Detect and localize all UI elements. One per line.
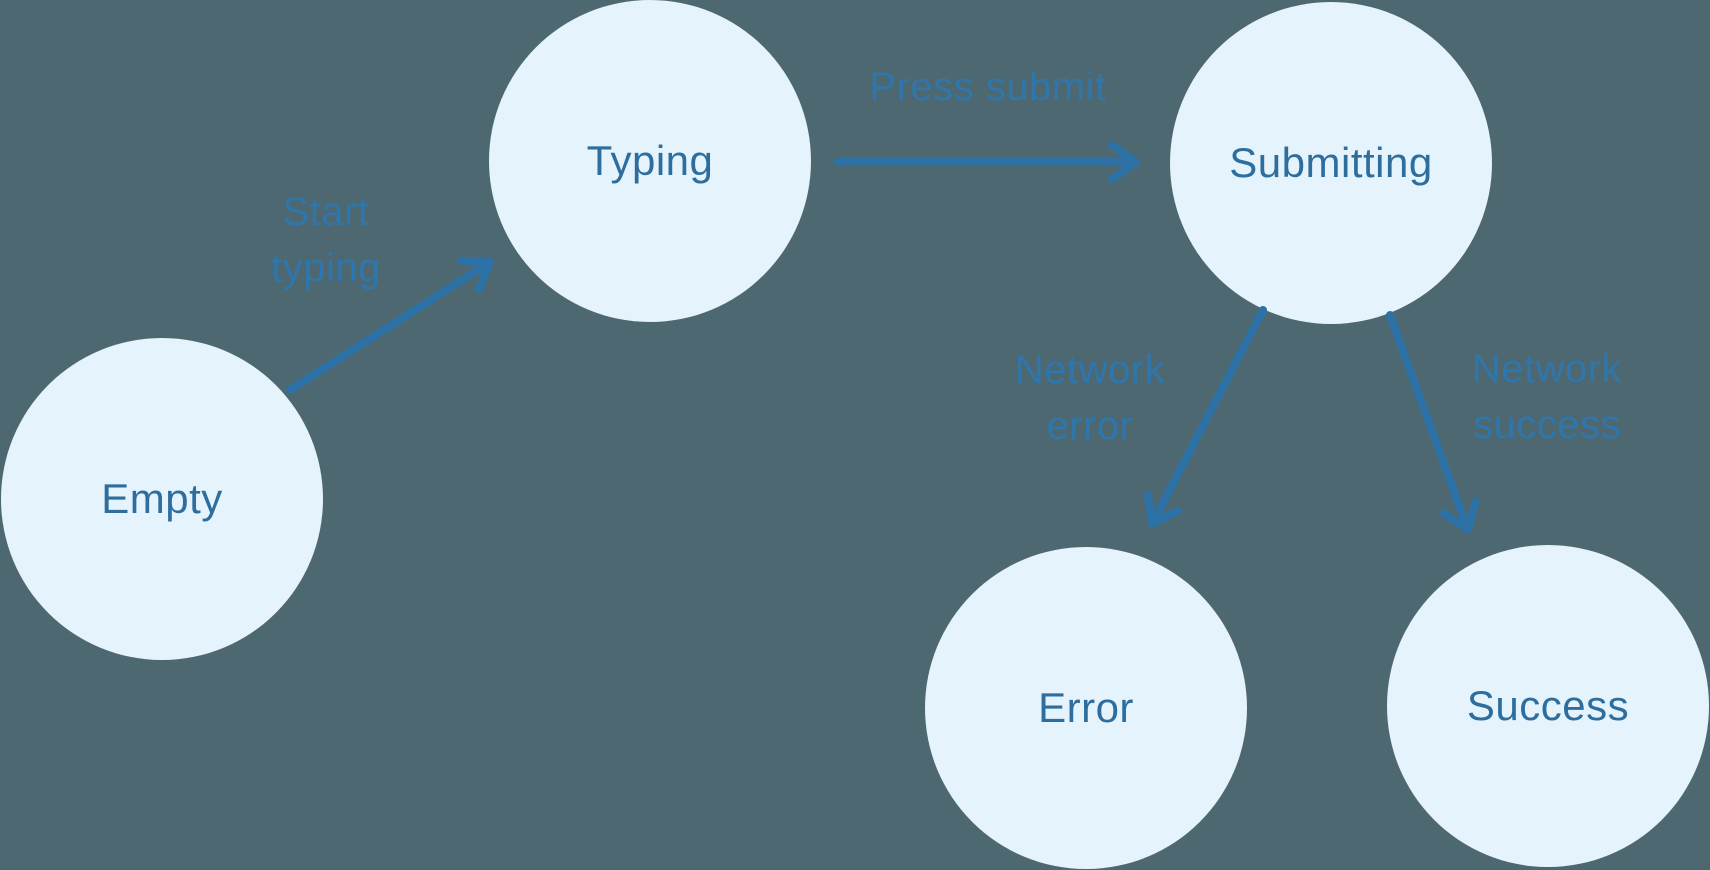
edge-label-network-error: Network error — [1014, 348, 1166, 448]
state-node-typing: Typing — [489, 0, 811, 322]
state-label-typing: Typing — [586, 137, 714, 184]
state-node-error: Error — [925, 547, 1247, 869]
edge-label-start-typing: Start typing — [271, 190, 381, 290]
edge-label-network-success: Network success — [1471, 347, 1623, 447]
state-node-success: Success — [1387, 545, 1709, 867]
arrow-submitting-to-success — [1386, 311, 1480, 534]
arrow-submitting-to-error — [1143, 306, 1267, 528]
state-label-empty: Empty — [101, 475, 223, 522]
state-label-submitting: Submitting — [1229, 139, 1433, 186]
state-node-submitting: Submitting — [1170, 2, 1492, 324]
state-label-success: Success — [1466, 682, 1630, 729]
state-label-error: Error — [1038, 684, 1134, 731]
state-node-empty: Empty — [1, 338, 323, 660]
edge-label-press-submit: Press submit — [869, 65, 1107, 109]
